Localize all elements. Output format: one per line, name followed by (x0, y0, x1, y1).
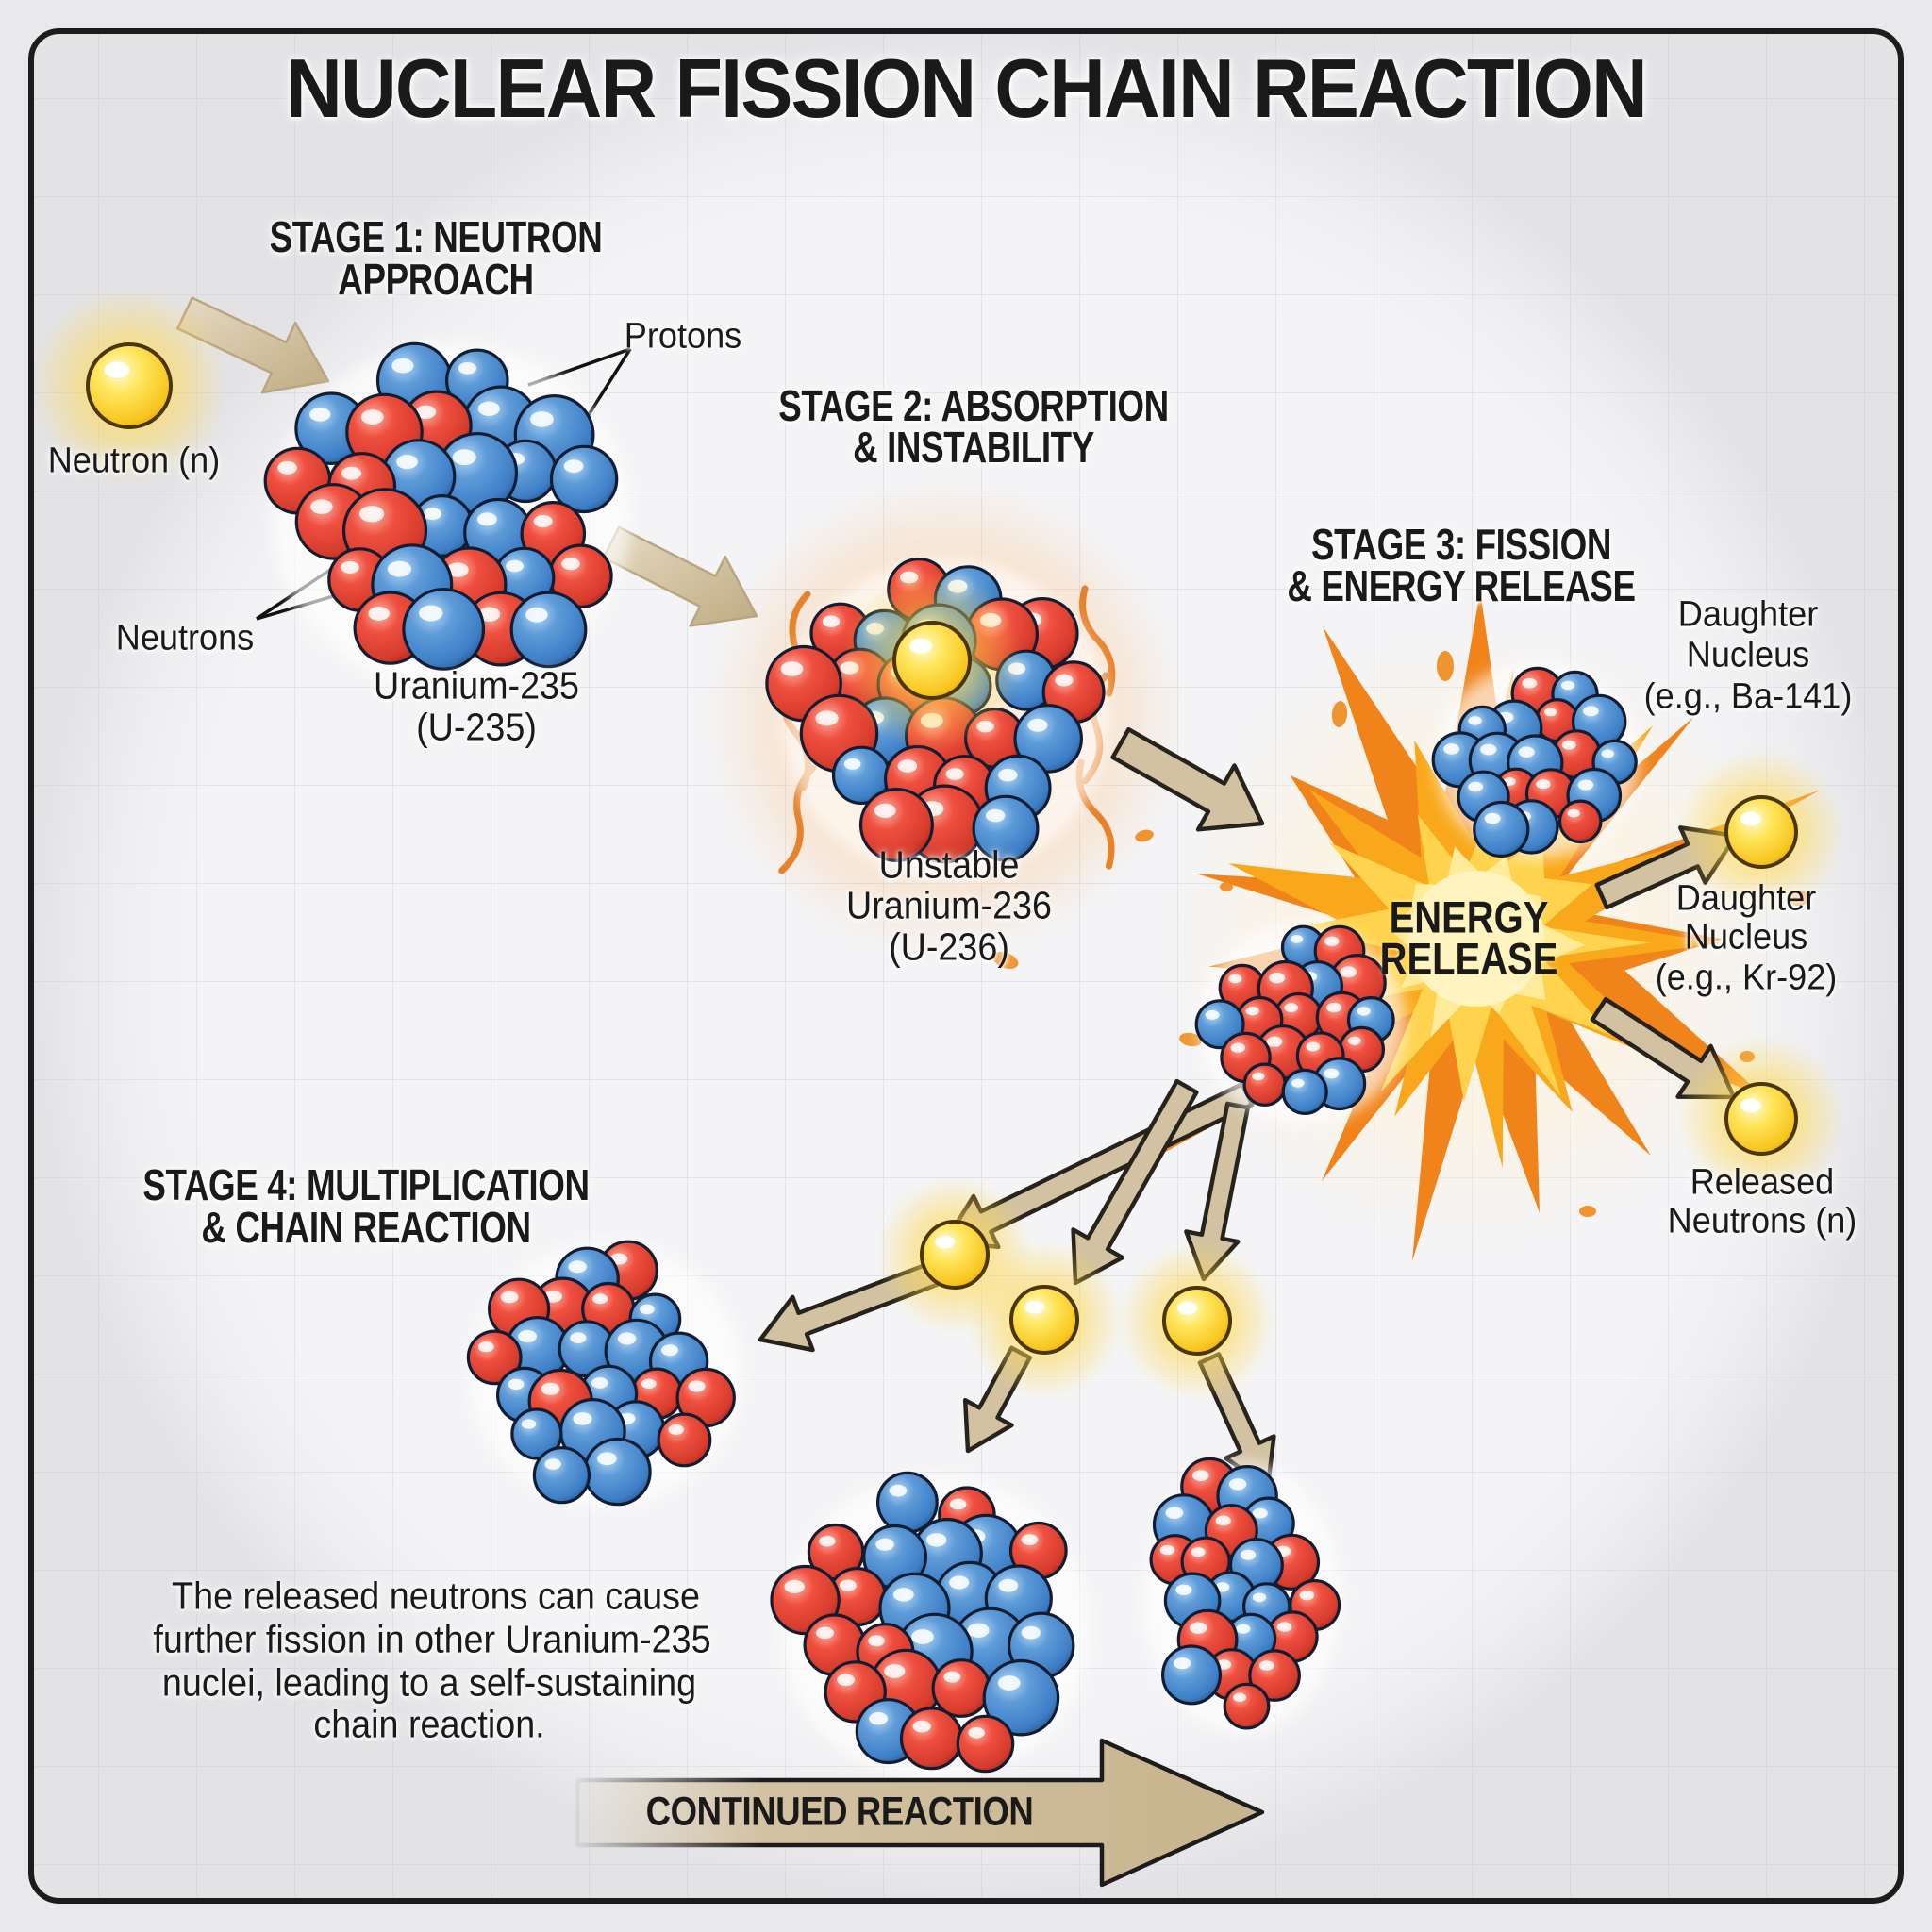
ejected-neutron-kr92 (1677, 748, 1845, 916)
u236-label-line2: Uranium-236 (845, 883, 1053, 927)
arrow-stage2-to-fission (1110, 726, 1265, 832)
daughter-nucleus-ba141 (1431, 662, 1640, 858)
daughter-ba141-line1: Daughter (1677, 594, 1819, 635)
neutrons-label: Neutrons (115, 618, 255, 658)
page-title: NUCLEAR FISSION CHAIN REACTION (286, 42, 1648, 135)
diagram-frame-border (28, 28, 1904, 1904)
daughter-kr92-line3: (e.g., Kr-92) (1655, 958, 1838, 998)
energy-release-line1: ENERGY (1389, 891, 1549, 942)
stage4-nucleus-middle (770, 1471, 1091, 1781)
released-neutron (1677, 1035, 1845, 1203)
continued-reaction-label: CONTINUED REACTION (645, 1789, 1034, 1835)
u236-label-line1: Unstable (878, 842, 1020, 887)
stage3-heading-line1: STAGE 3: FISSION (1310, 520, 1612, 569)
arrow-neutron-approach (176, 296, 330, 394)
uranium-235-nucleus (263, 341, 630, 691)
absorbed-neutron (841, 570, 1023, 751)
stage1-heading-line1: STAGE 1: NEUTRON (269, 212, 603, 261)
u235-label-line1: Uranium-235 (373, 663, 580, 708)
u235-label-line2: (U-235) (416, 705, 537, 749)
incoming-neutron (29, 286, 229, 486)
stage4-heading-line1: STAGE 4: MULTIPLICATION (142, 1160, 590, 1209)
stage4-nucleus-left (466, 1240, 741, 1507)
released-neutrons-line2: Neutrons (n) (1667, 1201, 1857, 1241)
protons-label: Protons (624, 316, 742, 357)
arrow-stage1-to-stage2 (602, 525, 758, 627)
daughter-ba141-line3: (e.g., Ba-141) (1643, 676, 1853, 717)
u236-label-line3: (U-236) (889, 924, 1009, 969)
stage2-heading-line1: STAGE 2: ABSORPTION (778, 381, 1169, 430)
caption-line2: further fission in other Uranium-235 (153, 1617, 711, 1661)
caption-line3: nuclei, leading to a self-sustaining (161, 1660, 697, 1705)
chain-neutron-c (1118, 1241, 1276, 1400)
stage4-heading-line2: & CHAIN REACTION (201, 1203, 531, 1252)
daughter-kr92-line1: Daughter (1675, 878, 1817, 919)
released-neutrons-line1: Released (1690, 1162, 1835, 1203)
neutron-label: Neutron (n) (47, 441, 221, 481)
chain-neutron-b (965, 1241, 1124, 1399)
energy-release-line2: RELEASE (1379, 933, 1558, 984)
stage4-nucleus-right (1144, 1457, 1341, 1734)
fissioning-nucleus (1194, 923, 1406, 1124)
daughter-ba141-line2: Nucleus (1686, 635, 1810, 675)
continued-reaction-arrow (575, 1738, 1265, 1888)
daughter-kr92-line2: Nucleus (1684, 917, 1808, 958)
stage1-heading-line2: APPROACH (338, 255, 534, 304)
stage3-heading-line2: & ENERGY RELEASE (1287, 561, 1636, 610)
stage2-heading-line2: & INSTABILITY (853, 423, 1094, 472)
caption-line4: chain reaction. (313, 1702, 545, 1746)
caption-line1: The released neutrons can cause (172, 1574, 700, 1618)
